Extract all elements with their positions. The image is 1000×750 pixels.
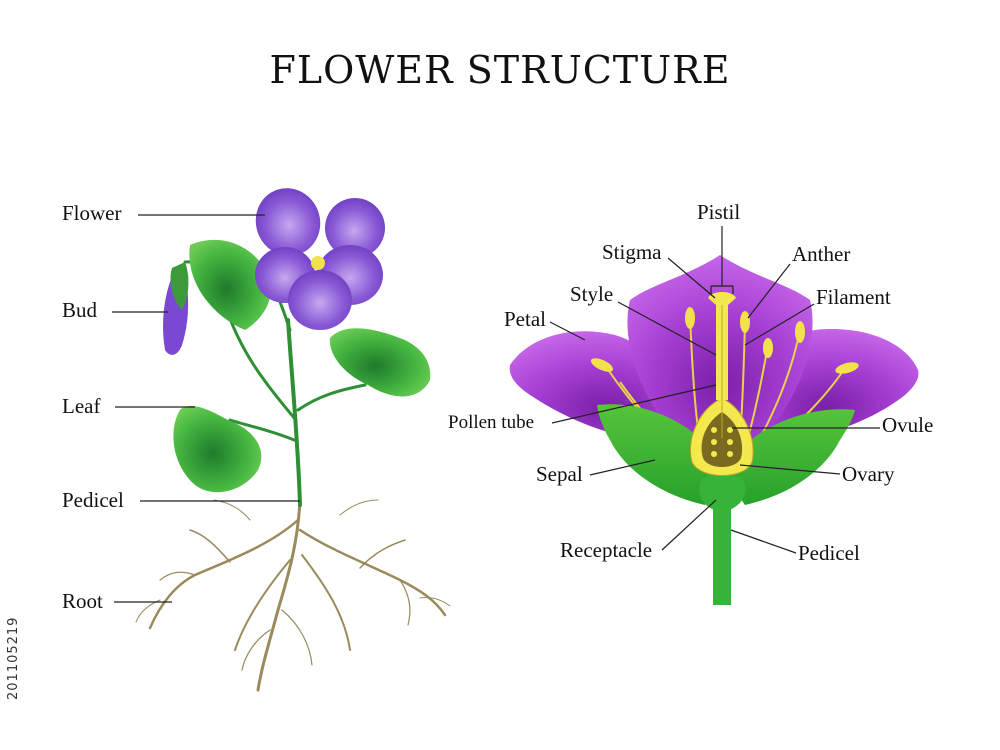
leaf-left bbox=[173, 406, 261, 492]
label-pedicel-right: Pedicel bbox=[798, 541, 860, 565]
label-style: Style bbox=[570, 282, 613, 306]
label-root: Root bbox=[62, 589, 103, 613]
leaf-right bbox=[330, 328, 430, 396]
label-stigma: Stigma bbox=[602, 240, 662, 264]
stem bbox=[713, 500, 731, 605]
flower-bud bbox=[163, 262, 188, 355]
label-filament: Filament bbox=[816, 285, 891, 309]
label-pistil: Pistil bbox=[697, 200, 740, 224]
label-ovule: Ovule bbox=[882, 413, 933, 437]
leader-pedicel-right bbox=[731, 530, 796, 553]
violet-flower bbox=[246, 179, 391, 330]
label-ovary: Ovary bbox=[842, 462, 895, 486]
root-system bbox=[136, 500, 450, 690]
label-pollen-tube: Pollen tube bbox=[448, 412, 534, 433]
flower-center bbox=[311, 256, 325, 270]
label-pedicel-left: Pedicel bbox=[62, 488, 124, 512]
label-bud: Bud bbox=[62, 298, 98, 322]
label-leaf: Leaf bbox=[62, 394, 100, 418]
receptacle bbox=[700, 474, 746, 512]
label-sepal: Sepal bbox=[536, 462, 583, 486]
plant-illustration bbox=[136, 179, 450, 690]
leader-receptacle bbox=[662, 500, 716, 550]
label-receptacle: Receptacle bbox=[560, 538, 652, 562]
label-anther: Anther bbox=[792, 242, 850, 266]
label-flower: Flower bbox=[62, 201, 122, 225]
label-petal: Petal bbox=[504, 307, 546, 331]
